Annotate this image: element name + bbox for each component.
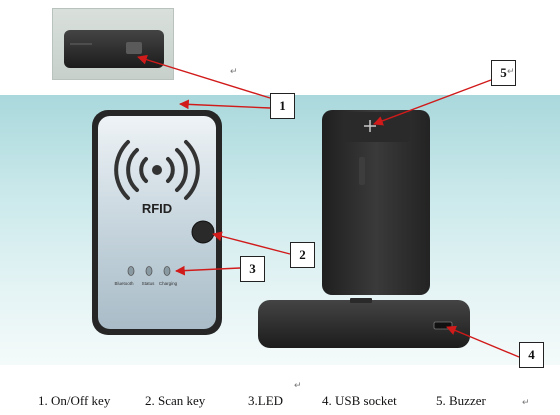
inset-device-top: [64, 30, 164, 68]
rfid-logo-text: RFID: [142, 201, 172, 216]
scan-key-shape: [191, 220, 215, 244]
onoff-key-shape: [126, 42, 142, 54]
arrow-1a: [137, 54, 271, 99]
arrow-4: [446, 325, 520, 358]
paragraph-mark: ↵: [230, 66, 238, 76]
callout-1: 1: [270, 93, 295, 119]
legend-item-usb-socket: 4. USB socket: [322, 393, 397, 408]
callout-2: 2: [290, 242, 315, 268]
led-indicators: [127, 266, 171, 276]
led-bluetooth: [127, 266, 135, 276]
legend-item-buzzer: 5. Buzzer: [436, 393, 486, 408]
arrow-1b: [179, 99, 271, 110]
device-bottom-edge: [258, 298, 470, 348]
device-back: [322, 110, 430, 295]
legend-item-led: 3.LED: [248, 393, 284, 408]
led-label-charging: Charging: [159, 281, 178, 286]
led-label-bluetooth: Bluetooth: [114, 281, 134, 286]
paragraph-mark: ↵: [507, 66, 515, 76]
arrow-5: [373, 79, 492, 126]
callout-4: 4: [519, 342, 544, 368]
paragraph-mark: ↵: [294, 380, 302, 390]
led-label-status: Status: [142, 281, 156, 286]
led-status: [145, 266, 153, 276]
led-charging: [163, 266, 171, 276]
callout-5: 5: [491, 60, 516, 86]
buzzer-hole-icon: [364, 120, 376, 132]
arrow-2: [212, 231, 291, 255]
legend-item-scan-key: 2. Scan key: [145, 393, 206, 408]
arrow-3: [175, 265, 241, 276]
callout-3: 3: [240, 256, 265, 282]
callout-arrows: [137, 54, 520, 358]
legend-item-onoff-key: 1. On/Off key: [38, 393, 111, 408]
paragraph-mark: ↵: [522, 397, 530, 407]
device-front: RFID Bluetooth Status Charging: [92, 110, 222, 335]
rfid-waves-icon: [114, 140, 200, 200]
legend: 1. On/Off key 2. Scan key 3.LED 4. USB s…: [0, 393, 560, 411]
